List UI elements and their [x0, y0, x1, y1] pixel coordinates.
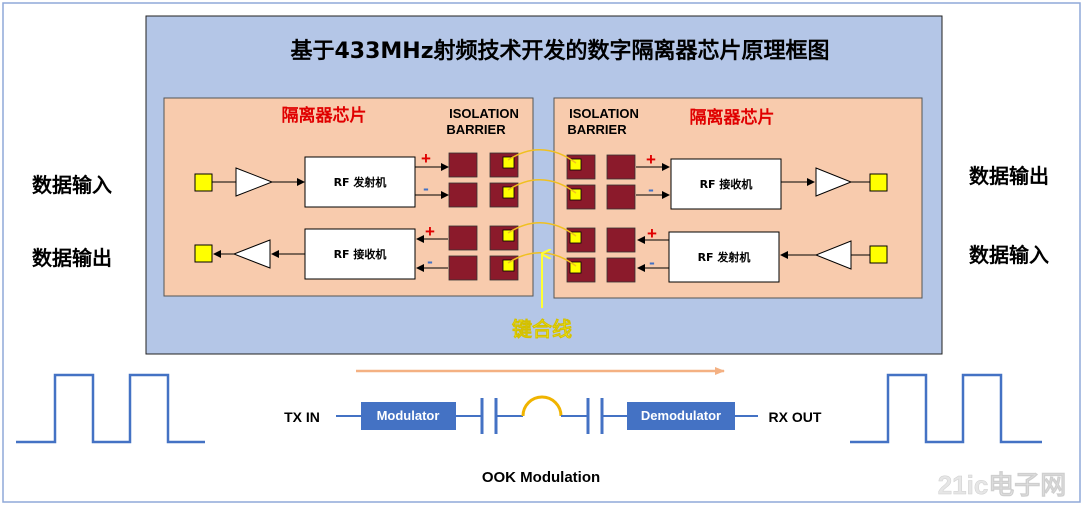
- right-barrier-label-line1: ISOLATION: [569, 106, 639, 121]
- left-rx-minus-sign: -: [427, 252, 433, 271]
- left-tx-plus-sign: +: [421, 149, 431, 168]
- left-tx-minus-sign: -: [423, 179, 429, 198]
- left-rx-plus-sign: +: [425, 222, 435, 241]
- right-die-name: 隔离器芯片: [690, 107, 775, 128]
- left-input-pin: [194, 173, 213, 192]
- right-output-pin: [869, 173, 888, 192]
- demodulator-block: [627, 402, 735, 430]
- left-rf-transmitter: [304, 156, 416, 208]
- right-bond-pads: [566, 154, 636, 283]
- tx-square-wave: [16, 373, 205, 444]
- left-data-input-label: 数据输入: [32, 173, 112, 197]
- left-output-buffer: [232, 239, 271, 269]
- right-rf-transmitter-label: RF 发射机: [698, 250, 751, 264]
- right-rf-receiver-label: RF 接收机: [700, 177, 753, 191]
- right-rf-transmitter: [668, 231, 780, 283]
- bond-wire-label: 键合线: [512, 317, 572, 341]
- left-rf-receiver: [304, 228, 416, 280]
- ook-modulation-caption: OOK Modulation: [482, 469, 600, 486]
- diagram-title: 基于433MHz射频技术开发的数字隔离器芯片原理框图: [290, 38, 829, 64]
- right-rx-plus-sign: +: [646, 150, 656, 169]
- left-rf-receiver-label: RF 接收机: [334, 247, 387, 261]
- right-input-pin: [869, 245, 888, 264]
- demodulator-label: Demodulator: [641, 408, 721, 423]
- right-tx-minus-sign: -: [649, 253, 655, 272]
- left-rf-transmitter-label: RF 发射机: [334, 175, 387, 189]
- rx-square-wave: [850, 373, 1042, 444]
- left-barrier-label-line1: ISOLATION: [449, 106, 519, 121]
- right-rx-minus-sign: -: [648, 180, 654, 199]
- right-rf-receiver: [670, 158, 782, 210]
- right-data-input-label: 数据输入: [969, 243, 1049, 267]
- right-output-buffer: [815, 167, 853, 197]
- left-input-buffer: [235, 167, 274, 197]
- rx-out-label: RX OUT: [769, 409, 822, 425]
- left-barrier-label-line2: BARRIER: [446, 122, 506, 137]
- modulator-label: Modulator: [377, 408, 440, 423]
- left-die-name: 隔离器芯片: [282, 105, 367, 126]
- tx-in-label: TX IN: [284, 409, 320, 425]
- left-data-output-label: 数据输出: [32, 246, 112, 270]
- left-output-pin: [194, 244, 213, 263]
- right-tx-plus-sign: +: [647, 224, 657, 243]
- left-bond-pads: [448, 152, 519, 281]
- watermark-logo: 21ic电子网: [938, 470, 1067, 500]
- right-data-output-label: 数据输出: [969, 164, 1049, 188]
- modulator-block: [361, 402, 456, 430]
- bond-wire-symbol: [521, 395, 563, 417]
- right-barrier-label-line2: BARRIER: [567, 122, 627, 137]
